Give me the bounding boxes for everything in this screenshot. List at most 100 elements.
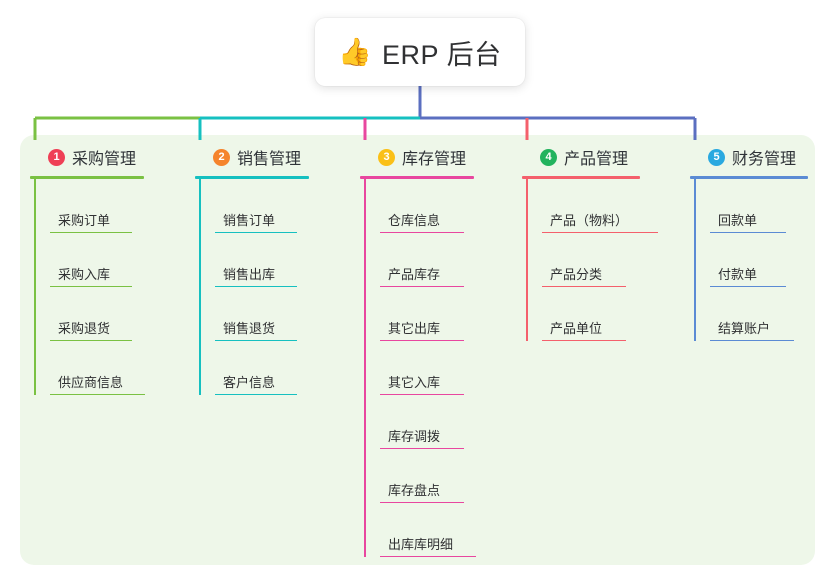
- branch-badge-2: 2: [213, 148, 230, 166]
- branch-leaf-list-5: 回款单付款单结算账户: [690, 179, 839, 341]
- leaf-underline: [215, 393, 297, 395]
- leaf-underline: [380, 231, 464, 233]
- branch-leaf-list-2: 销售订单销售出库销售退货客户信息: [195, 179, 345, 395]
- branch-spine-5: [694, 179, 696, 341]
- leaf-underline: [542, 285, 626, 287]
- leaf-label: 其它出库: [388, 321, 441, 336]
- branch-column-4[interactable]: 4 产品管理产品（物料） 产品分类产品单位: [522, 145, 672, 341]
- leaf-item[interactable]: 结算账户: [710, 287, 839, 341]
- leaf-label: 库存调拨: [388, 429, 441, 444]
- leaf-underline: [710, 285, 786, 287]
- leaf-item[interactable]: 供应商信息: [50, 341, 180, 395]
- leaf-label: 其它入库: [388, 375, 441, 390]
- branch-title-5: 财务管理: [732, 151, 797, 168]
- branch-spine-3: [364, 179, 366, 557]
- leaf-underline: [50, 285, 132, 287]
- branch-header-3[interactable]: 3 库存管理: [360, 145, 510, 169]
- branch-header-4[interactable]: 4 产品管理: [522, 145, 672, 169]
- leaf-label: 产品库存: [388, 267, 441, 282]
- branch-leaf-list-1: 采购订单采购入库采购退货供应商信息: [30, 179, 180, 395]
- branch-header-2[interactable]: 2 销售管理: [195, 145, 345, 169]
- branch-underline-3: [360, 176, 474, 179]
- leaf-underline: [215, 339, 297, 341]
- branch-column-3[interactable]: 3 库存管理仓库信息产品库存其它出库其它入库库存调拨库存盘点出库库明细: [360, 145, 510, 557]
- leaf-item[interactable]: 库存盘点: [380, 449, 510, 503]
- branch-leaf-list-3: 仓库信息产品库存其它出库其它入库库存调拨库存盘点出库库明细: [360, 179, 510, 557]
- leaf-label: 付款单: [718, 267, 758, 282]
- leaf-underline: [215, 231, 297, 233]
- leaf-item[interactable]: 回款单: [710, 179, 839, 233]
- leaf-item[interactable]: 客户信息: [215, 341, 345, 395]
- leaf-label: 出库库明细: [388, 537, 454, 552]
- leaf-item[interactable]: 销售出库: [215, 233, 345, 287]
- leaf-underline: [215, 285, 297, 287]
- branch-column-2[interactable]: 2 销售管理销售订单销售出库销售退货客户信息: [195, 145, 345, 395]
- leaf-underline: [380, 447, 464, 449]
- leaf-underline: [380, 285, 464, 287]
- leaf-underline: [380, 393, 464, 395]
- leaf-item[interactable]: 产品单位: [542, 287, 672, 341]
- branch-column-1[interactable]: 1 采购管理采购订单采购入库采购退货供应商信息: [30, 145, 180, 395]
- leaf-item[interactable]: 付款单: [710, 233, 839, 287]
- branch-column-5[interactable]: 5 财务管理回款单付款单结算账户: [690, 145, 839, 341]
- leaf-item[interactable]: 仓库信息: [380, 179, 510, 233]
- branch-title-2: 销售管理: [237, 151, 302, 168]
- leaf-label: 采购订单: [58, 213, 111, 228]
- leaf-underline: [50, 393, 145, 395]
- leaf-underline: [542, 231, 658, 233]
- leaf-item[interactable]: 其它出库: [380, 287, 510, 341]
- leaf-underline: [710, 339, 794, 341]
- leaf-label: 采购退货: [58, 321, 111, 336]
- leaf-label: 产品（物料）: [550, 213, 629, 228]
- leaf-underline: [542, 339, 626, 341]
- thumbs-up-icon: 👍: [338, 36, 373, 67]
- branch-spine-1: [34, 179, 36, 395]
- leaf-item[interactable]: 销售退货: [215, 287, 345, 341]
- branch-underline-5: [690, 176, 808, 179]
- branch-header-5[interactable]: 5 财务管理: [690, 145, 839, 169]
- branch-header-1[interactable]: 1 采购管理: [30, 145, 180, 169]
- leaf-item[interactable]: 其它入库: [380, 341, 510, 395]
- branch-underline-2: [195, 176, 309, 179]
- leaf-item[interactable]: 产品库存: [380, 233, 510, 287]
- leaf-item[interactable]: 产品（物料）: [542, 179, 672, 233]
- branch-underline-4: [522, 176, 640, 179]
- leaf-item[interactable]: 采购入库: [50, 233, 180, 287]
- branch-spine-4: [526, 179, 528, 341]
- leaf-item[interactable]: 销售订单: [215, 179, 345, 233]
- leaf-item[interactable]: 库存调拨: [380, 395, 510, 449]
- leaf-underline: [50, 231, 132, 233]
- leaf-label: 产品分类: [550, 267, 603, 282]
- root-title: ERP 后台: [382, 39, 502, 70]
- leaf-label: 客户信息: [223, 375, 276, 390]
- leaf-label: 仓库信息: [388, 213, 441, 228]
- branch-title-4: 产品管理: [564, 151, 629, 168]
- leaf-underline: [380, 501, 464, 503]
- branch-badge-3: 3: [378, 148, 395, 166]
- leaf-underline: [380, 555, 476, 557]
- leaf-item[interactable]: 采购退货: [50, 287, 180, 341]
- branch-leaf-list-4: 产品（物料） 产品分类产品单位: [522, 179, 672, 341]
- leaf-label: 销售出库: [223, 267, 276, 282]
- leaf-underline: [380, 339, 464, 341]
- branch-badge-5: 5: [708, 148, 725, 166]
- leaf-item[interactable]: 出库库明细: [380, 503, 510, 557]
- leaf-label: 结算账户: [718, 321, 771, 336]
- leaf-underline: [50, 339, 132, 341]
- branch-badge-1: 1: [48, 148, 65, 166]
- leaf-label: 采购入库: [58, 267, 111, 282]
- leaf-label: 回款单: [718, 213, 758, 228]
- branch-title-1: 采购管理: [72, 151, 137, 168]
- leaf-label: 销售退货: [223, 321, 276, 336]
- branch-badge-4: 4: [540, 148, 557, 166]
- leaf-label: 销售订单: [223, 213, 276, 228]
- leaf-item[interactable]: 产品分类: [542, 233, 672, 287]
- leaf-item[interactable]: 采购订单: [50, 179, 180, 233]
- branch-title-3: 库存管理: [402, 151, 467, 168]
- leaf-label: 产品单位: [550, 321, 603, 336]
- diagram-canvas: [20, 135, 815, 565]
- root-node[interactable]: 👍 ERP 后台: [315, 18, 525, 86]
- branch-underline-1: [30, 176, 144, 179]
- leaf-label: 库存盘点: [388, 483, 441, 498]
- branch-spine-2: [199, 179, 201, 395]
